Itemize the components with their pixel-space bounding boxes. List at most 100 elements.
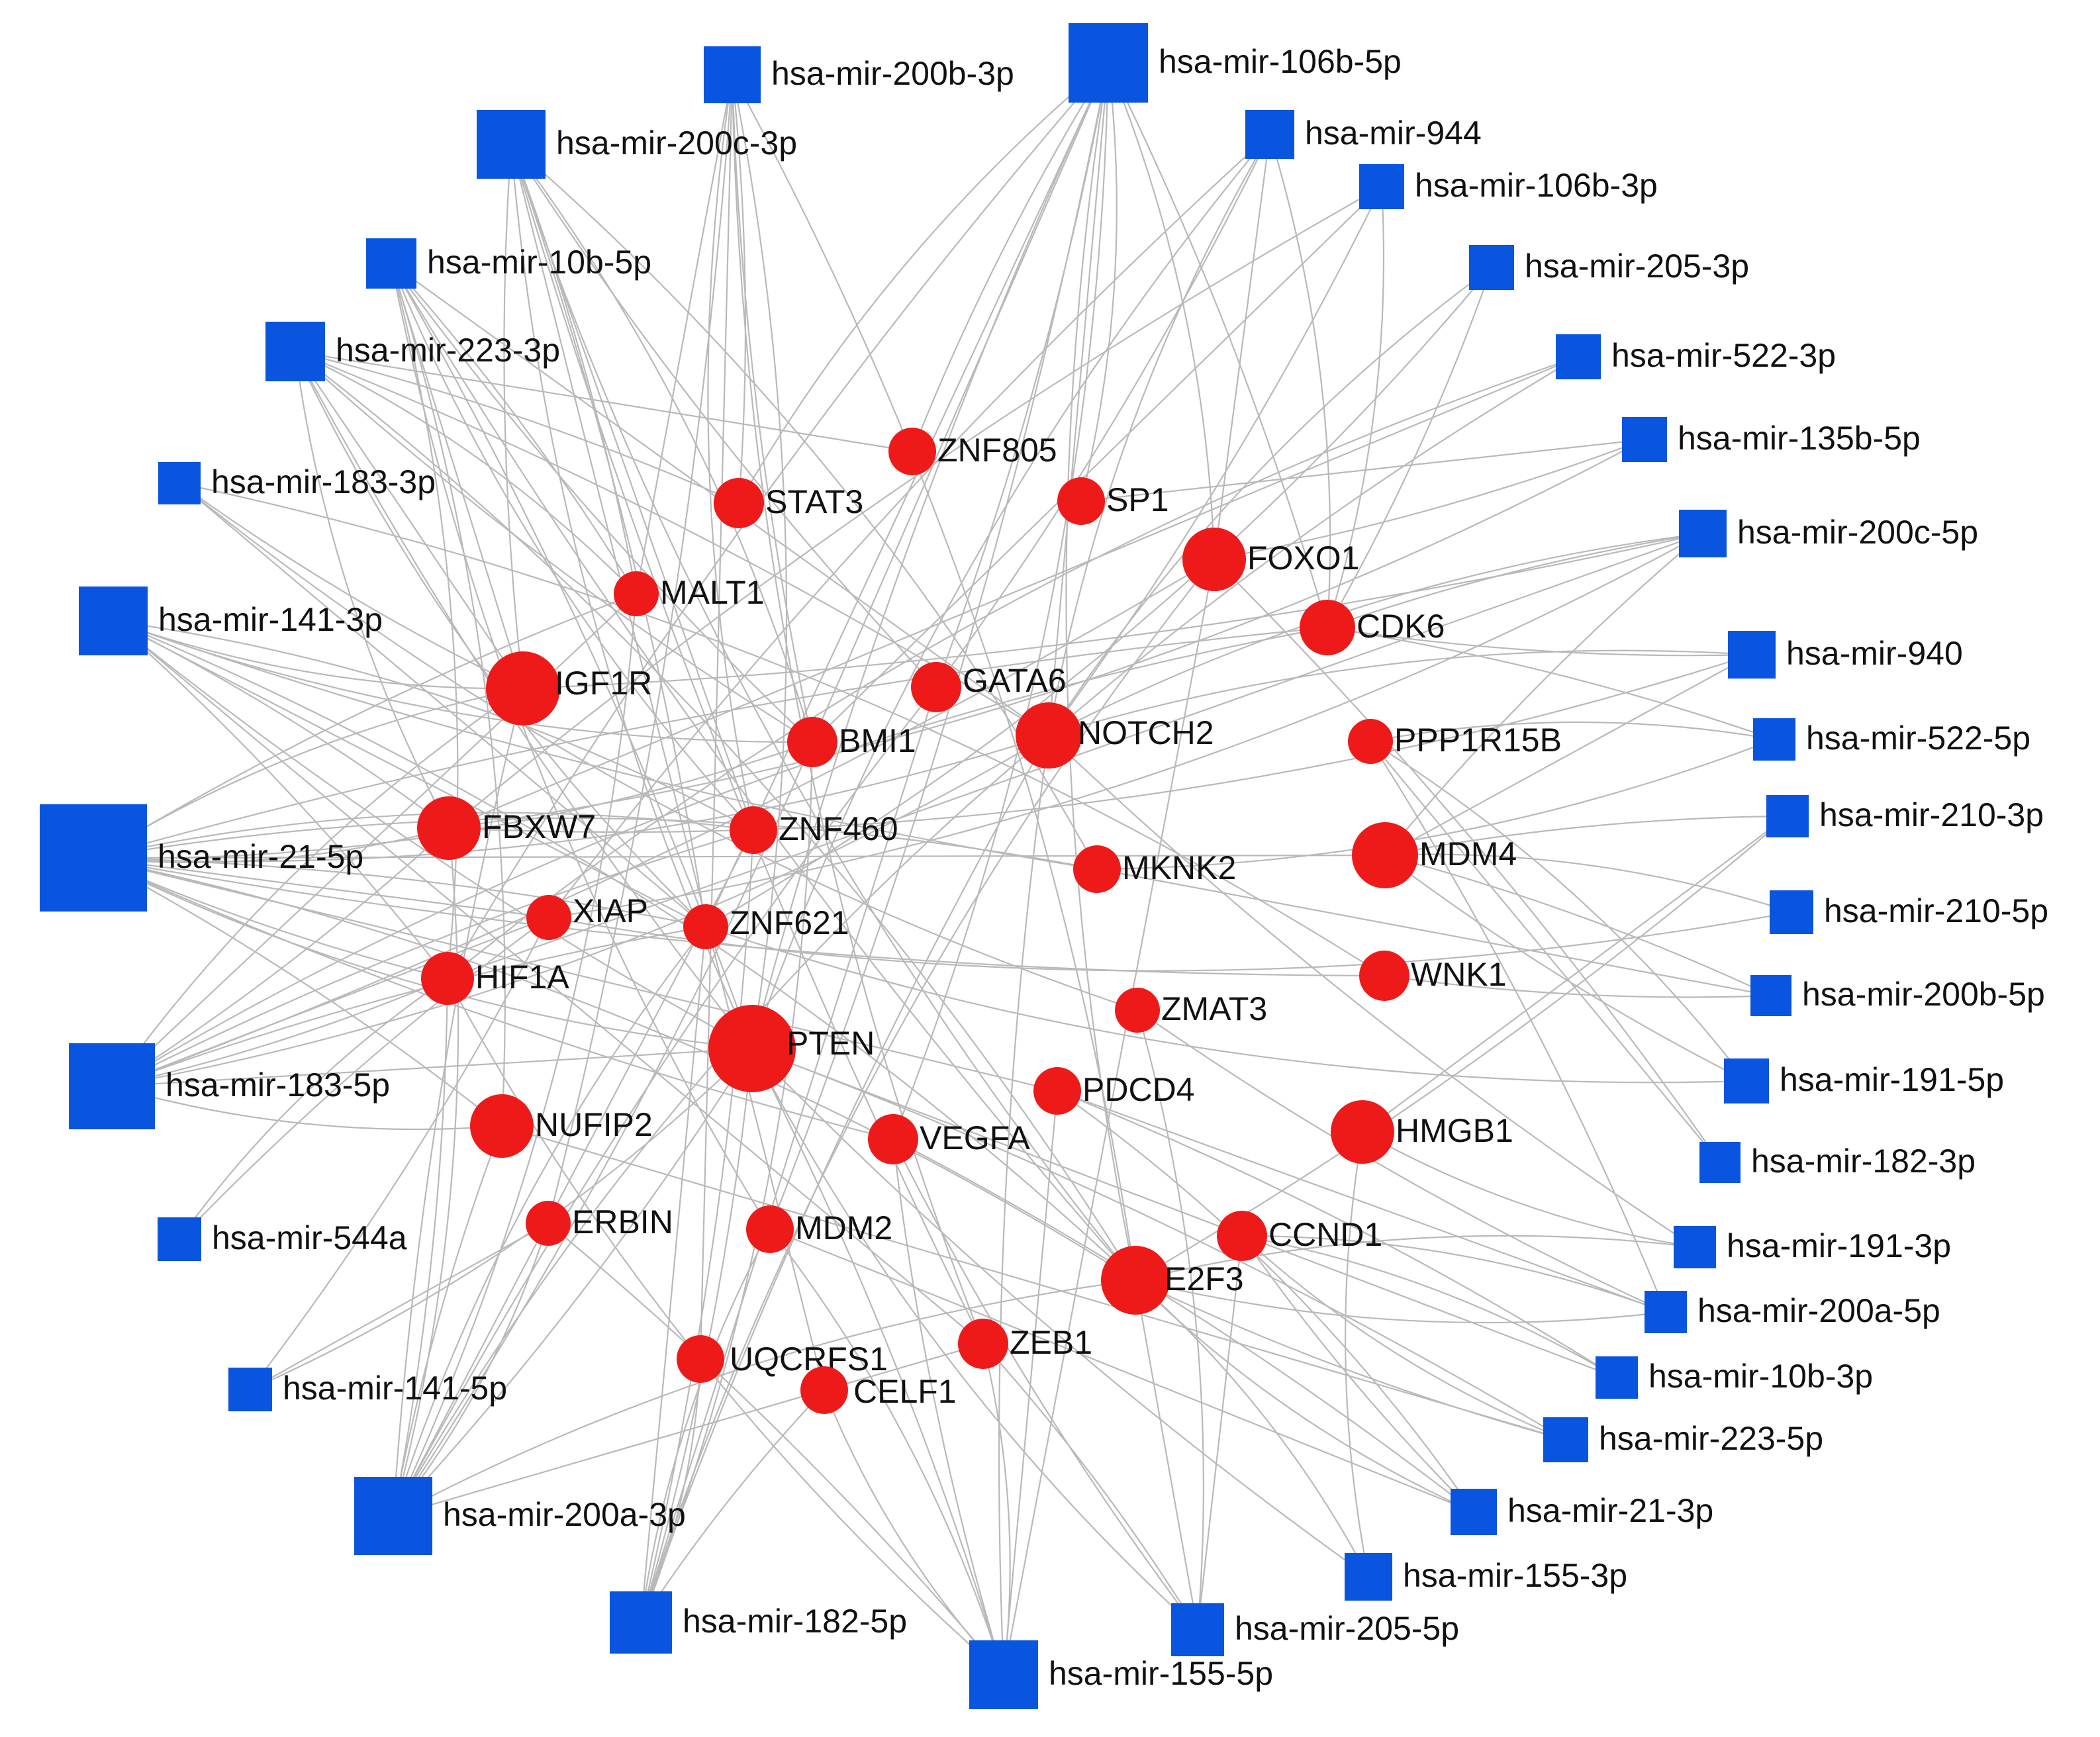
mirna-node-m182_3: hsa-mir-182-3p xyxy=(1699,1142,1976,1183)
mirna-label: hsa-mir-944 xyxy=(1305,115,1482,152)
gene-circle xyxy=(1300,600,1355,655)
edge-m106b5-SP1 xyxy=(1080,62,1118,502)
mirna-node-m210_5: hsa-mir-210-5p xyxy=(1770,890,2048,934)
gene-circle xyxy=(1033,1067,1081,1115)
edge-m200a3-E2F3 xyxy=(393,1279,1136,1517)
mirna-node-m191_5: hsa-mir-191-5p xyxy=(1724,1058,2004,1103)
gene-circle xyxy=(1016,702,1082,769)
edge-m182_5-CELF1 xyxy=(640,1389,825,1623)
gene-label: HIF1A xyxy=(475,959,569,996)
edge-m200b3-PTEN xyxy=(731,74,788,1049)
mirna-square xyxy=(40,804,147,912)
mirna-label: hsa-mir-183-3p xyxy=(211,463,436,500)
gene-label: FBXW7 xyxy=(482,808,596,845)
edge-m200c3-ZEB1 xyxy=(510,144,984,1344)
edge-m522_3-HIF1A xyxy=(447,355,1579,979)
gene-node-stat3: STAT3 xyxy=(714,478,863,528)
mirna-node-m200b5: hsa-mir-200b-5p xyxy=(1750,975,2045,1016)
gene-label: NUFIP2 xyxy=(535,1106,653,1143)
gene-circle xyxy=(1182,528,1246,591)
gene-label: UQCRFS1 xyxy=(730,1340,888,1378)
edge-m183_5-HIF1A xyxy=(111,977,448,1088)
edge-m544a-HIF1A xyxy=(179,978,448,1240)
edge-m223_5-PTEN xyxy=(751,1047,1566,1440)
edge-m10b5-NUFIP2 xyxy=(390,263,506,1127)
mirna-label: hsa-mir-191-3p xyxy=(1727,1227,1951,1264)
mirna-label: hsa-mir-155-3p xyxy=(1403,1557,1627,1594)
mirna-node-m522_5: hsa-mir-522-5p xyxy=(1753,718,2030,761)
mirna-label: hsa-mir-183-5p xyxy=(166,1066,390,1103)
mirna-label: hsa-mir-10b-5p xyxy=(427,244,651,281)
edge-m106b5-ZNF805 xyxy=(911,62,1109,452)
edge-m191_5-ZNF621 xyxy=(705,925,1747,1084)
edge-m223_3-ZNF621 xyxy=(295,351,706,927)
edge-m21_5-PDCD4 xyxy=(93,857,1058,1092)
edge-m183_5-FOXO1 xyxy=(111,559,1215,1088)
edge-m200a5-PDCD4 xyxy=(1057,1090,1666,1313)
edge-m522_5-CDK6 xyxy=(1327,626,1775,741)
gene-label: ZNF460 xyxy=(779,810,898,847)
mirna-node-m135b5: hsa-mir-135b-5p xyxy=(1622,417,1921,462)
edge-m200b5-MKNK2 xyxy=(1096,868,1772,997)
gene-node-xiap: XIAP xyxy=(526,892,648,940)
gene-label: VEGFA xyxy=(920,1119,1030,1156)
edge-m155_3-HMGB1 xyxy=(1345,1131,1370,1577)
edge-m200a3-FBXW7 xyxy=(392,827,459,1517)
mirna-square xyxy=(1674,1226,1716,1268)
gene-circle xyxy=(470,1094,534,1158)
gene-label: MALT1 xyxy=(660,574,764,611)
edge-m183_3-WNK1 xyxy=(179,482,1385,976)
gene-label: GATA6 xyxy=(963,662,1067,699)
edge-m944-XIAP xyxy=(548,134,1270,918)
gene-circle xyxy=(683,904,728,949)
edge-m200c5-HIF1A xyxy=(447,532,1703,980)
edge-m223_3-STAT3 xyxy=(295,350,740,504)
gene-node-erbin: ERBIN xyxy=(526,1201,673,1246)
gene-node-e2f3: E2F3 xyxy=(1101,1246,1244,1315)
gene-node-gata6: GATA6 xyxy=(911,662,1067,712)
edge-m205_5-ZEB1 xyxy=(982,1343,1198,1630)
edge-m223_5-NUFIP2 xyxy=(501,1125,1566,1441)
gene-circle xyxy=(708,1005,796,1092)
edge-m200c5-CDK6 xyxy=(1327,532,1703,629)
gene-node-zmat3: ZMAT3 xyxy=(1115,988,1267,1033)
mirna-label: hsa-mir-522-3p xyxy=(1611,337,1836,374)
edge-m183_5-FBXW7 xyxy=(111,827,450,1087)
gene-circle xyxy=(1359,951,1409,1001)
edge-m200a3-BMI1 xyxy=(393,741,814,1517)
edge-m200a5-CCND1 xyxy=(1241,1235,1666,1313)
gene-label: ERBIN xyxy=(572,1203,673,1241)
gene-node-znf460: ZNF460 xyxy=(730,806,898,854)
edge-m106b3-FBXW7 xyxy=(448,186,1382,829)
mirna-label: hsa-mir-191-5p xyxy=(1780,1061,2004,1098)
edge-m141_3-ZNF460 xyxy=(113,620,754,831)
mirna-node-m182_5: hsa-mir-182-5p xyxy=(610,1591,907,1654)
gene-label: CCND1 xyxy=(1268,1216,1382,1253)
mirna-square xyxy=(1750,975,1791,1016)
gene-circle xyxy=(526,895,571,940)
gene-circle xyxy=(958,1319,1008,1369)
gene-circle xyxy=(417,796,481,860)
gene-circle xyxy=(526,1201,571,1246)
gene-circle xyxy=(730,806,777,854)
edge-m21_5-VEGFA xyxy=(93,857,894,1141)
edge-m21_5-XIAP xyxy=(93,857,549,919)
mirna-label: hsa-mir-223-5p xyxy=(1599,1420,1823,1457)
edge-m200c3-E2F3 xyxy=(510,144,1136,1281)
gene-circle xyxy=(1101,1246,1170,1315)
gene-circle xyxy=(1352,822,1418,888)
edge-m21_5-WNK1 xyxy=(93,857,1385,977)
gene-label: FOXO1 xyxy=(1247,540,1359,577)
mirna-square xyxy=(1679,510,1727,557)
edge-m155_3-E2F3 xyxy=(1135,1280,1369,1577)
edge-m200c3-BMI1 xyxy=(510,144,814,743)
edge-m21_3-MDM2 xyxy=(769,1228,1474,1513)
gene-node-zeb1: ZEB1 xyxy=(958,1319,1092,1369)
edge-m155_5-FOXO1 xyxy=(1002,559,1216,1675)
gene-node-mknk2: MKNK2 xyxy=(1073,845,1236,893)
gene-node-notch2: NOTCH2 xyxy=(1016,702,1214,769)
edge-m200b3-BMI1 xyxy=(731,74,814,743)
mirna-label: hsa-mir-182-5p xyxy=(683,1603,907,1640)
edge-m21_5-PTEN xyxy=(93,857,753,1050)
edge-m141_3-MKNK2 xyxy=(113,620,1098,870)
